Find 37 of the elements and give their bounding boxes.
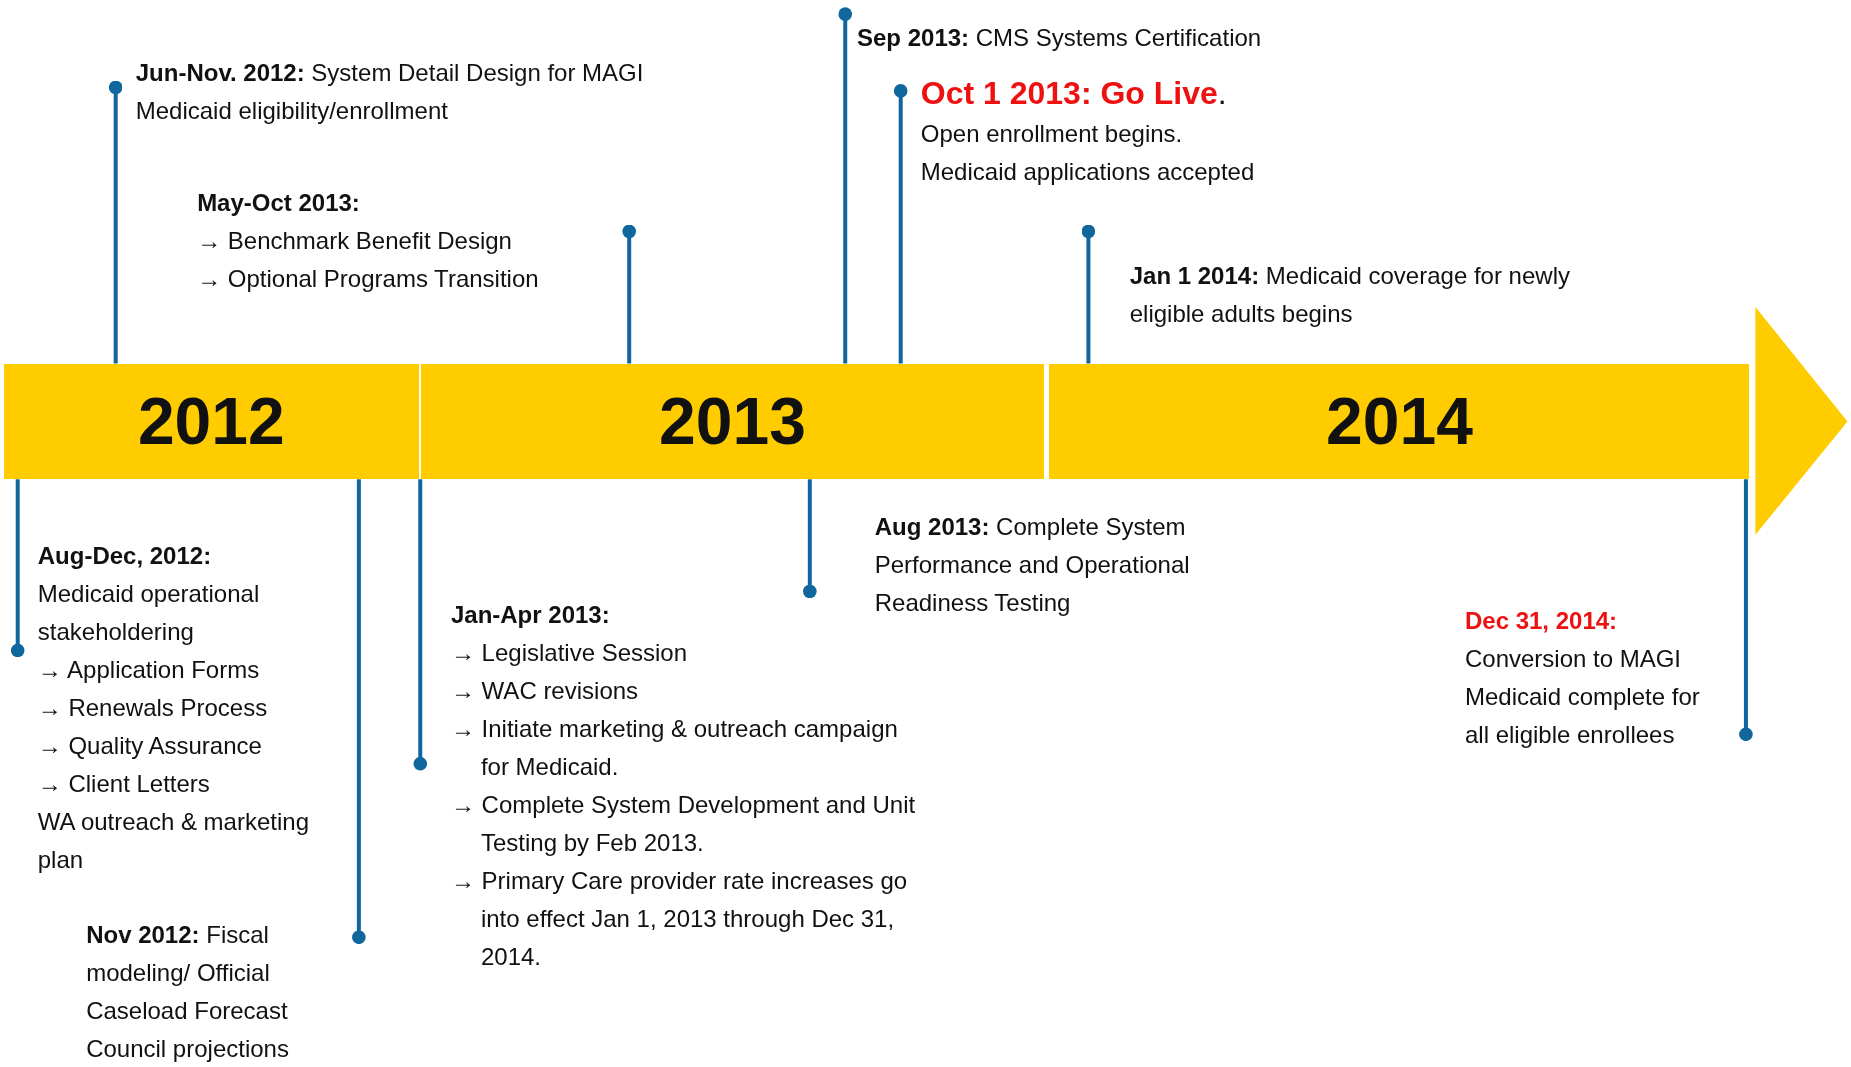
event-heading: Oct 1 2013: Go Live. bbox=[920, 73, 1228, 113]
timeline-pin bbox=[352, 479, 366, 945]
event-text: Conversion to MAGI Medicaid complete for all eligible enrollees bbox=[1464, 644, 1701, 751]
event-text: Sep 2013: CMS Systems Certification bbox=[845, 9, 1262, 57]
event-text: → Initiate marketing & outreach campaign for Medicaid. bbox=[450, 714, 899, 783]
timeline-pin bbox=[10, 479, 25, 658]
year-segment: 2013 bbox=[421, 363, 1044, 480]
event-text: → Complete System Development and Unit Testing by Feb 2013. bbox=[450, 790, 917, 859]
event-text: → Client Letters bbox=[37, 769, 211, 800]
event-text: Jun-Nov. 2012: System Detail Design for MAGI Medicaid eligibility/enrollment bbox=[115, 54, 671, 131]
event-text: Medicaid operational stakeholdering bbox=[37, 579, 261, 648]
timeline-pin bbox=[893, 84, 908, 364]
timeline-pin bbox=[622, 224, 636, 364]
event-text: → Benchmark Benefit Design bbox=[197, 226, 513, 257]
event-text: Jan 1 2014: Medicaid coverage for newly eligible adults begins bbox=[1088, 231, 1596, 334]
event-text: Aug 2013: Complete System Performance and Operational Readiness Testing bbox=[809, 507, 1235, 622]
event-text: Nov 2012: Fiscal modeling/ Official Caseload Forecast Council projections bbox=[77, 916, 359, 1067]
event-text: → Quality Assurance bbox=[37, 731, 263, 762]
event-text: → WAC revisions bbox=[450, 676, 640, 707]
event-heading: May-Oct 2013: bbox=[197, 188, 361, 219]
event-text: → Renewals Process bbox=[37, 693, 269, 724]
timeline-pin bbox=[803, 479, 817, 599]
timeline-pin bbox=[1081, 224, 1096, 364]
year-segment: 2012 bbox=[3, 363, 420, 480]
timeline-pin bbox=[838, 7, 853, 364]
timeline-pin bbox=[1739, 479, 1753, 742]
event-heading: Aug-Dec, 2012: bbox=[37, 541, 213, 572]
event-heading: Dec 31, 2014: bbox=[1464, 606, 1619, 637]
year-segment: 2014 bbox=[1049, 363, 1750, 480]
event-text: → Primary Care provider rate increases go into effect Jan 1, 2013 through Dec 31, 2014. bbox=[450, 866, 909, 973]
event-text: → Optional Programs Transition bbox=[197, 264, 540, 295]
timeline-pin bbox=[108, 80, 123, 364]
event-text: → Legislative Session bbox=[450, 638, 689, 669]
event-text: Open enrollment begins. Medicaid applications accepted bbox=[920, 118, 1256, 187]
event-text: WA outreach & marketing plan bbox=[37, 807, 310, 876]
event-text: → Application Forms bbox=[37, 655, 261, 686]
timeline-pin bbox=[413, 479, 428, 771]
